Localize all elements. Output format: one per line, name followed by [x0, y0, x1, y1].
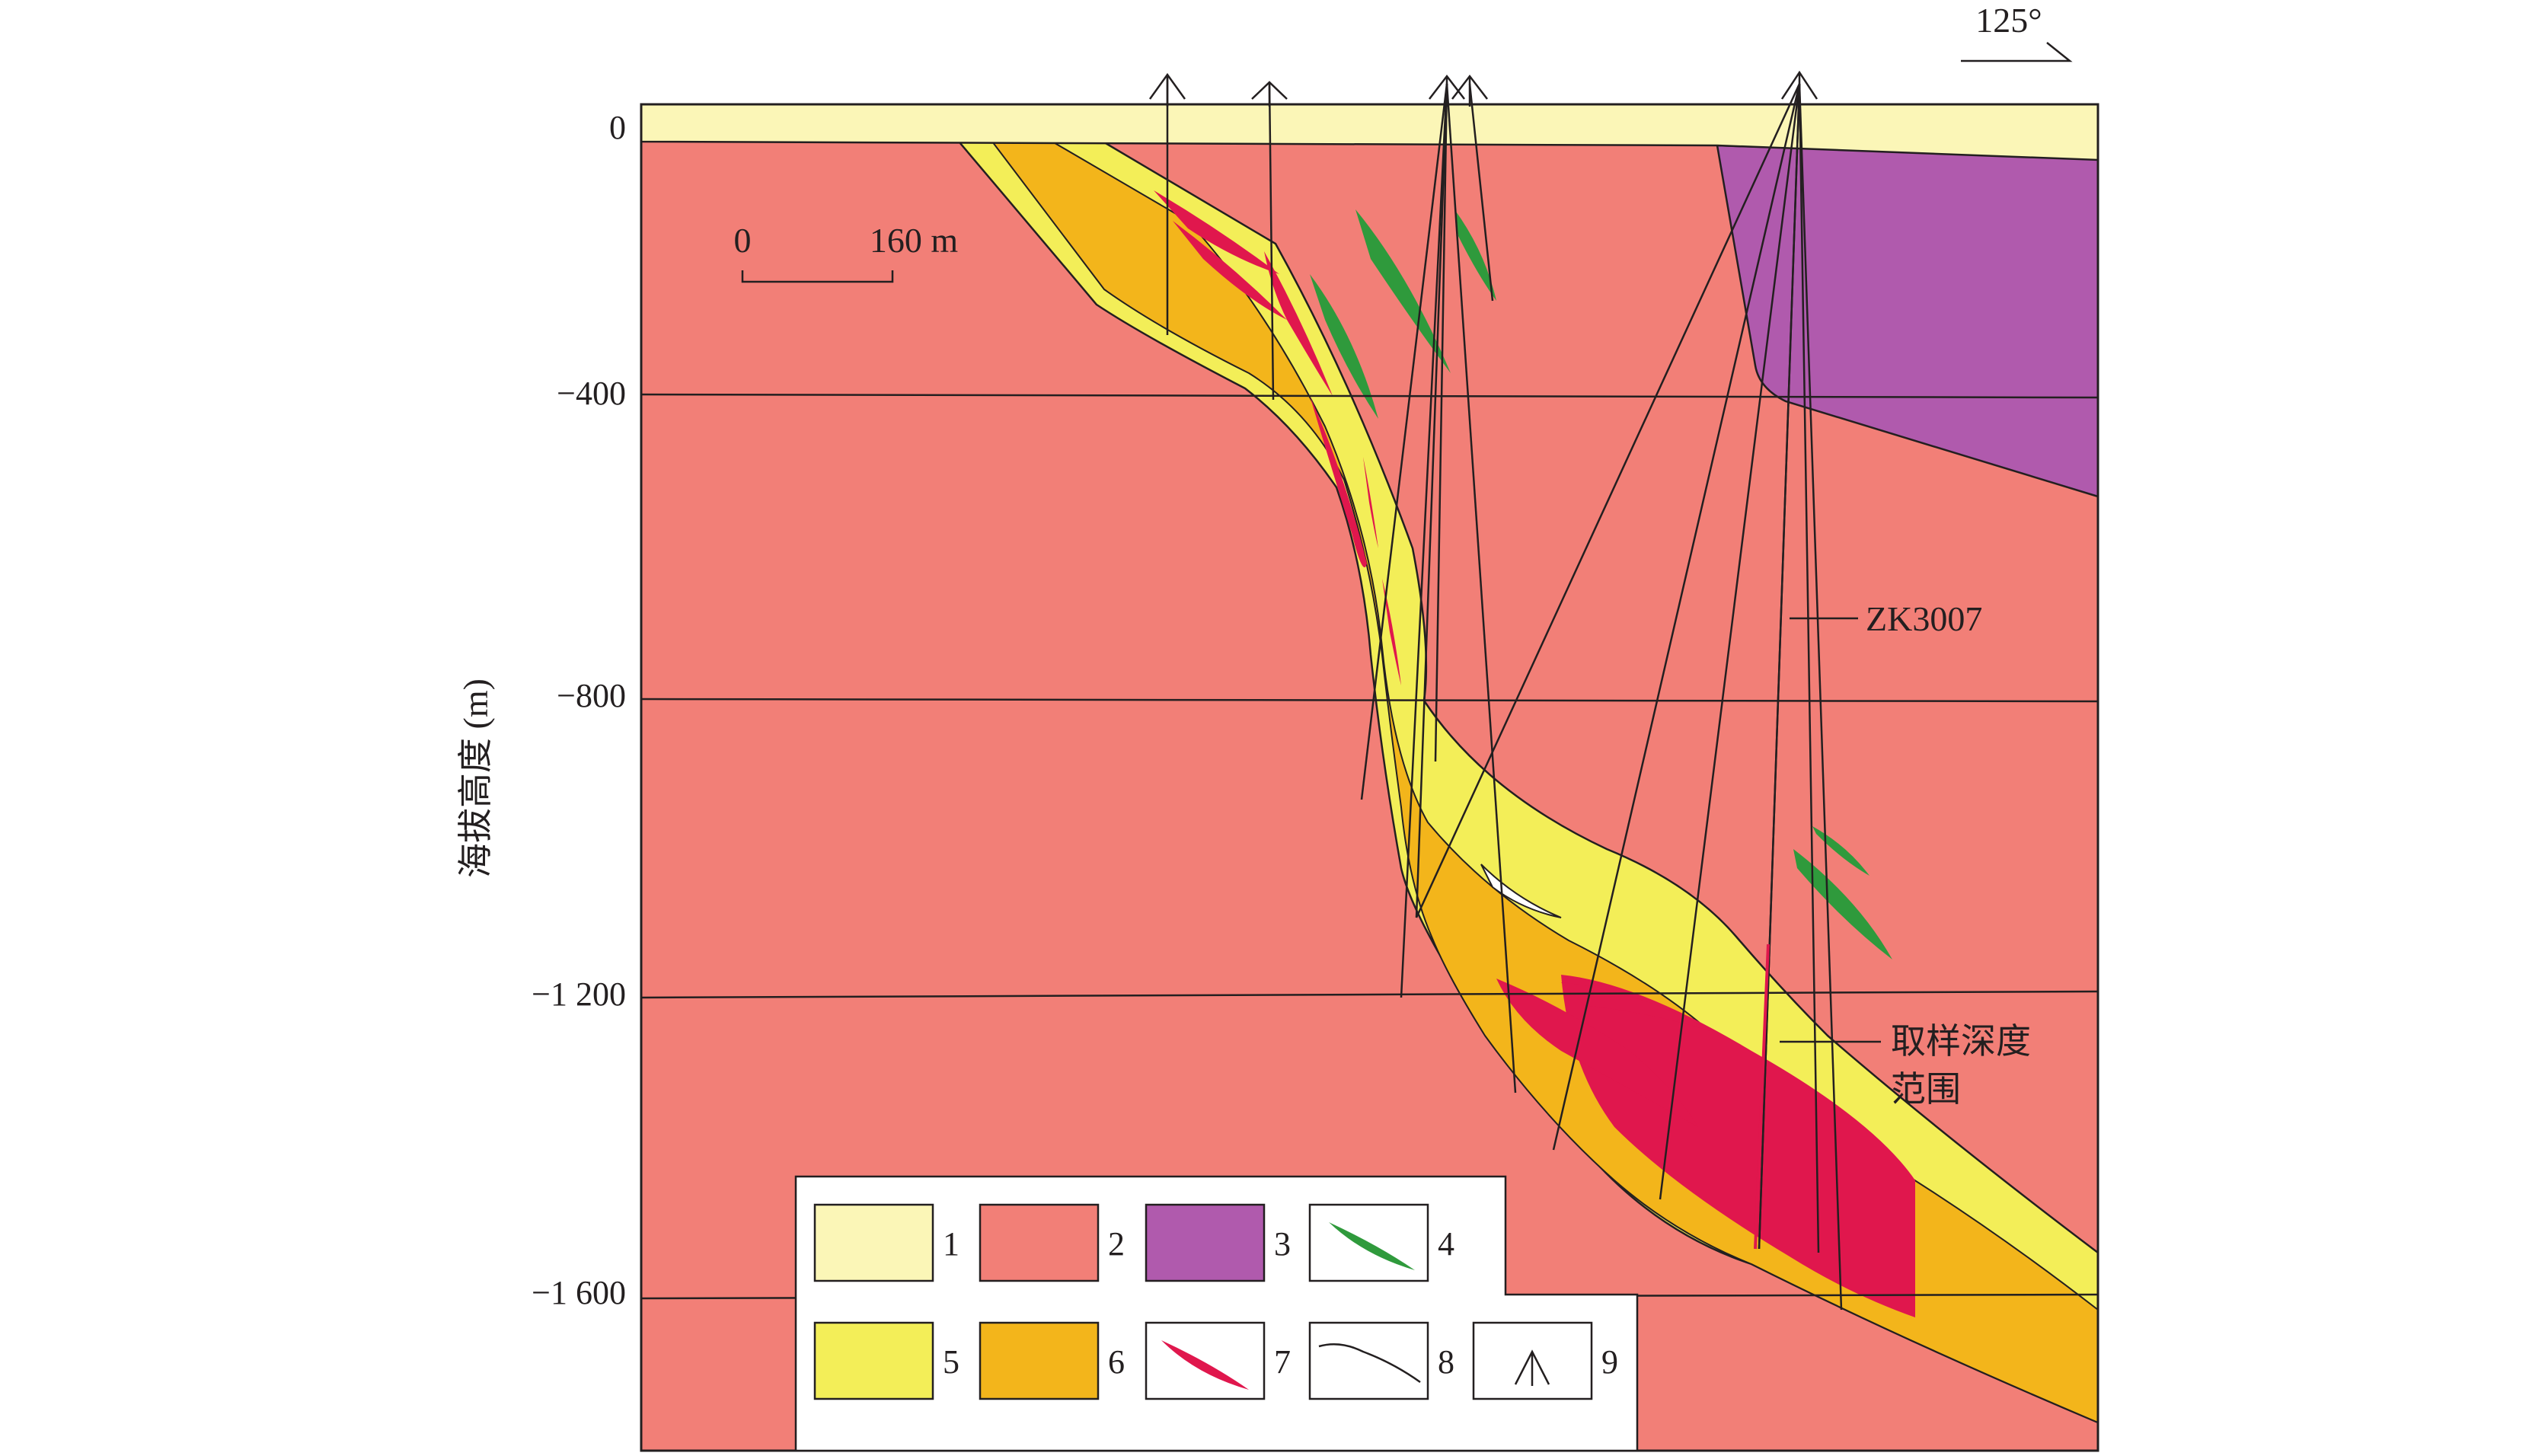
drill-hole	[1415, 83, 1801, 918]
y-tick: −800	[557, 677, 626, 714]
sampling-interval	[1754, 944, 1770, 1250]
legend-label-2: 2	[1108, 1225, 1125, 1263]
drill-hole	[1659, 83, 1801, 1200]
dyke	[1793, 849, 1892, 959]
legend-swatch-2	[979, 1203, 1100, 1282]
sampling-range-label-line2: 范围	[1891, 1070, 1961, 1109]
y-axis-ticks: 0 −400 −800 −1 200 −1 600	[532, 109, 626, 1311]
direction-arrow-icon	[1961, 42, 2073, 62]
sampling-range-label-line1: 取样深度	[1891, 1022, 2031, 1061]
legend-label-7: 7	[1274, 1343, 1291, 1381]
y-tick: 0	[609, 109, 626, 146]
legend-label-9: 9	[1601, 1343, 1618, 1381]
drillhole-label: ZK3007	[1866, 599, 1982, 638]
legend: 1 2 3 4 5 6 7 8 9	[794, 1175, 1639, 1452]
legend-label-6: 6	[1108, 1343, 1125, 1381]
legend-label-5: 5	[943, 1343, 959, 1381]
scale-bar-start: 0	[734, 221, 752, 260]
drill-hole-zk3007	[1758, 83, 1801, 1250]
drill-holes	[1166, 76, 1843, 1311]
drill-hole	[1798, 83, 1843, 1311]
scale-bar-end: 160 m	[870, 221, 959, 260]
orientation-indicator: 125°	[1961, 1, 2073, 62]
collar-arrow	[1148, 72, 1186, 107]
dykes	[1310, 209, 1892, 959]
legend-swatch-6	[979, 1321, 1100, 1400]
elevation-line	[640, 393, 2099, 399]
ore-body	[1264, 251, 1333, 396]
y-axis: 海拔高度 (m) 0 −400 −800 −1 200 −1 600	[456, 109, 626, 1311]
dyke	[1355, 209, 1451, 373]
drill-hole	[1468, 83, 1494, 302]
drill-hole	[1400, 83, 1448, 998]
orientation-label: 125°	[1975, 1, 2042, 40]
ore-body	[1363, 457, 1378, 548]
collar-arrow	[1451, 74, 1488, 107]
ore-body	[1382, 579, 1401, 685]
legend-swatch-7	[1145, 1321, 1266, 1400]
ore-body	[1561, 975, 1915, 1317]
legend-swatch-8	[1308, 1321, 1429, 1400]
legend-swatch-5	[813, 1321, 934, 1400]
elevation-line	[640, 698, 2099, 703]
legend-label-4: 4	[1438, 1225, 1454, 1263]
scale-bar-line	[741, 270, 894, 283]
ore-body	[1154, 190, 1279, 274]
legend-label-3: 3	[1274, 1225, 1291, 1263]
dyke-symbol-icon	[1329, 1222, 1415, 1270]
dyke	[1812, 826, 1869, 876]
annotations: ZK3007 取样深度 范围	[1780, 599, 2031, 1109]
drill-hole	[1552, 83, 1801, 1151]
elevation-line	[640, 990, 2099, 999]
ore-body	[1496, 979, 1698, 1127]
ore-body	[1173, 221, 1287, 320]
dyke	[1310, 274, 1378, 419]
y-axis-title: 海拔高度 (m)	[456, 679, 495, 878]
drill-hole-symbol-icon	[1514, 1349, 1550, 1386]
intrusion-body	[1716, 144, 2099, 498]
drill-hole	[1415, 83, 1448, 918]
collar-arrows	[1148, 70, 1818, 107]
ore-body-symbol-icon	[1161, 1340, 1249, 1390]
y-tick: −1 600	[532, 1274, 626, 1311]
legend-label-8: 8	[1438, 1343, 1454, 1381]
legend-swatch-1	[813, 1203, 934, 1282]
drill-hole	[1445, 83, 1517, 1094]
ore-body	[1310, 396, 1367, 567]
y-tick: −1 200	[532, 975, 626, 1013]
y-tick: −400	[557, 375, 626, 412]
collar-arrow	[1251, 81, 1288, 107]
dyke	[1454, 209, 1496, 301]
scale-bar: 0 160 m	[734, 221, 959, 283]
zone-gap	[1480, 864, 1562, 918]
ore-body	[1561, 982, 1713, 1032]
boundary-line-symbol-icon	[1318, 1343, 1421, 1384]
collar-arrow	[1780, 70, 1818, 107]
legend-swatch-3	[1145, 1203, 1266, 1282]
legend-label-1: 1	[943, 1225, 959, 1263]
ore-bodies	[1154, 190, 1915, 1317]
drill-hole	[1798, 83, 1820, 1253]
drill-hole	[1434, 83, 1448, 762]
drill-hole	[1360, 83, 1448, 800]
drill-hole	[1268, 83, 1275, 401]
